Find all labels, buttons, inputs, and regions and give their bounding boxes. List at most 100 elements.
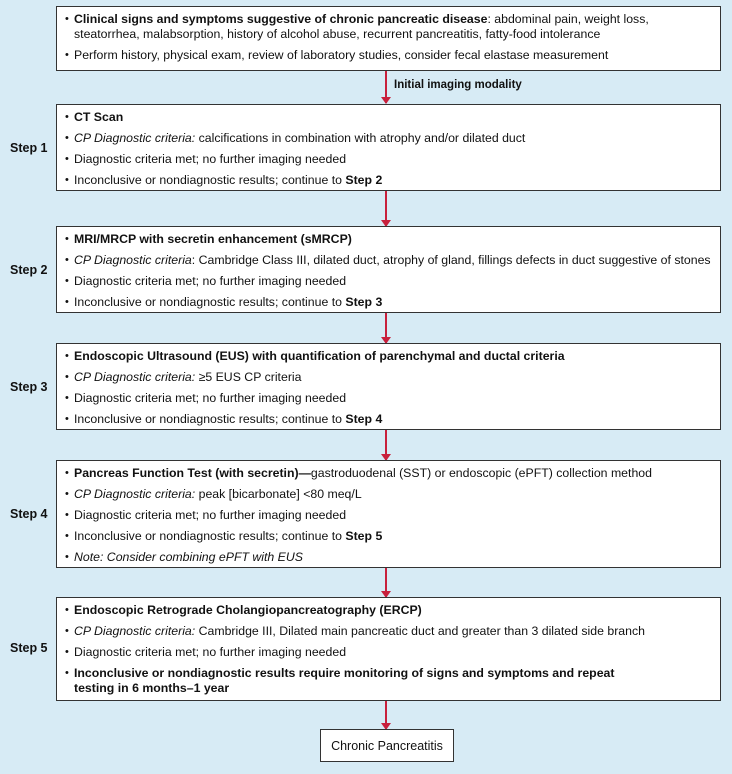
step-1-title-row: • CT Scan [65, 110, 712, 125]
step-5-criteria: Cambridge III, Dilated main pancreatic d… [195, 624, 645, 638]
intro-workup-text: Perform history, physical exam, review o… [74, 48, 609, 62]
cp-criteria-label: CP Diagnostic criteria [74, 253, 192, 267]
step-5-met-row: • Diagnostic criteria met; no further ima… [65, 645, 712, 660]
arrow-step2-to-step3 [381, 313, 391, 344]
step-3-criteria: ≥5 EUS CP criteria [195, 370, 302, 384]
step-1-next-row: • Inconclusive or nondiagnostic results; … [65, 173, 712, 188]
criteria-met-text: Diagnostic criteria met; no further imag… [74, 645, 347, 659]
step-3-met-row: • Diagnostic criteria met; no further ima… [65, 391, 712, 406]
intro-signs-title: Clinical signs and symptoms suggestive o… [74, 12, 488, 26]
bullet-icon: • [65, 604, 69, 616]
bullet-icon: • [65, 13, 69, 25]
arrow-step5-to-outcome [381, 701, 391, 730]
step-5-label: Step 5 [10, 641, 48, 655]
bullet-icon: • [65, 509, 69, 521]
step-1-criteria-row: • CP Diagnostic criteria: calcifications … [65, 131, 712, 146]
bullet-icon: • [65, 467, 69, 479]
bullet-icon: • [65, 233, 69, 245]
step-3-next-row: • Inconclusive or nondiagnostic results; … [65, 412, 712, 427]
bullet-icon: • [65, 153, 69, 165]
inconclusive-text: Inconclusive or nondiagnostic results; c… [74, 295, 346, 309]
step-2-next-row: • Inconclusive or nondiagnostic results; … [65, 295, 712, 310]
cp-criteria-label: CP Diagnostic criteria: [74, 370, 196, 384]
step-2-title-row: • MRI/MRCP with secretin enhancement (sMR… [65, 232, 712, 247]
step-3-box: • Endoscopic Ultrasound (EUS) with quanti… [56, 343, 721, 430]
outcome-box: Chronic Pancreatitis [320, 729, 454, 762]
step-2-criteria-row: • CP Diagnostic criteria: Cambridge Class… [65, 253, 712, 268]
step-2-title: MRI/MRCP with secretin enhancement (sMRC… [74, 232, 352, 246]
bullet-icon: • [65, 413, 69, 425]
criteria-met-text: Diagnostic criteria met; no further imag… [74, 274, 347, 288]
bullet-icon: • [65, 174, 69, 186]
step-1-criteria: calcifications in combination with atrop… [195, 131, 526, 145]
intro-signs-list: : abdominal pain, weight loss, steatorrh… [74, 12, 649, 41]
cp-criteria-label: CP Diagnostic criteria: [74, 131, 196, 145]
bullet-icon: • [65, 392, 69, 404]
criteria-met-text: Diagnostic criteria met; no further imag… [74, 508, 347, 522]
bullet-icon: • [65, 371, 69, 383]
step-4-note: Note: Consider combining ePFT with EUS [74, 550, 303, 564]
step-4-label: Step 4 [10, 507, 48, 521]
criteria-met-text: Diagnostic criteria met; no further imag… [74, 391, 347, 405]
step-4-title: Pancreas Function Test (with secretin)— [74, 466, 311, 480]
bullet-icon: • [65, 551, 69, 563]
bullet-icon: • [65, 111, 69, 123]
step-4-criteria: peak [bicarbonate] <80 meq/L [195, 487, 362, 501]
intro-workup-row: • Perform history, physical exam, review… [65, 48, 712, 63]
step-2-met-row: • Diagnostic criteria met; no further ima… [65, 274, 712, 289]
bullet-icon: • [65, 625, 69, 637]
step-3-criteria-row: • CP Diagnostic criteria: ≥5 EUS CP crite… [65, 370, 712, 385]
bullet-icon: • [65, 49, 69, 61]
step-5-title: Endoscopic Retrograde Cholangiopancreato… [74, 603, 422, 617]
step-1-title: CT Scan [74, 110, 124, 124]
bullet-icon: • [65, 254, 69, 266]
bullet-icon: • [65, 132, 69, 144]
bullet-icon: • [65, 350, 69, 362]
bullet-icon: • [65, 275, 69, 287]
inconclusive-text: Inconclusive or nondiagnostic results; c… [74, 412, 346, 426]
step-4-criteria-row: • CP Diagnostic criteria: peak [bicarbona… [65, 487, 712, 502]
arrow-step4-to-step5 [381, 568, 391, 598]
step-4-next: Step 5 [345, 529, 383, 543]
intro-box: • Clinical signs and symptoms suggestive… [56, 6, 721, 71]
cp-criteria-label: CP Diagnostic criteria: [74, 487, 196, 501]
step-4-note-row: • Note: Consider combining ePFT with EUS [65, 550, 712, 565]
step-2-next: Step 3 [345, 295, 383, 309]
inconclusive-text: Inconclusive or nondiagnostic results; c… [74, 173, 346, 187]
bullet-icon: • [65, 530, 69, 542]
inconclusive-text: Inconclusive or nondiagnostic results; c… [74, 529, 346, 543]
bullet-icon: • [65, 667, 69, 679]
step-1-met-row: • Diagnostic criteria met; no further ima… [65, 152, 712, 167]
initial-imaging-label: Initial imaging modality [394, 79, 522, 91]
step-2-box: • MRI/MRCP with secretin enhancement (sMR… [56, 226, 721, 313]
step-4-met-row: • Diagnostic criteria met; no further ima… [65, 508, 712, 523]
step-3-title-row: • Endoscopic Ultrasound (EUS) with quanti… [65, 349, 712, 364]
bullet-icon: • [65, 296, 69, 308]
criteria-met-text: Diagnostic criteria met; no further imag… [74, 152, 347, 166]
outcome-text: Chronic Pancreatitis [331, 738, 443, 753]
step-3-label: Step 3 [10, 380, 48, 394]
intro-signs-row: • Clinical signs and symptoms suggestive… [65, 12, 712, 42]
step-5-monitor-row: • Inconclusive or nondiagnostic results r… [65, 666, 712, 696]
step-5-box: • Endoscopic Retrograde Cholangiopancreat… [56, 597, 721, 701]
step-3-title: Endoscopic Ultrasound (EUS) with quantif… [74, 349, 565, 363]
cp-criteria-label: CP Diagnostic criteria: [74, 624, 196, 638]
arrow-intro-to-step1 [381, 71, 391, 104]
step-2-criteria: : Cambridge Class III, dilated duct, atr… [191, 253, 711, 267]
step-5-title-row: • Endoscopic Retrograde Cholangiopancreat… [65, 603, 712, 618]
arrow-step3-to-step4 [381, 430, 391, 461]
step-3-next: Step 4 [345, 412, 383, 426]
step-5-criteria-row: • CP Diagnostic criteria: Cambridge III, … [65, 624, 712, 639]
step-4-title-row: • Pancreas Function Test (with secretin)—… [65, 466, 712, 481]
bullet-icon: • [65, 488, 69, 500]
step-5-monitoring: Inconclusive or nondiagnostic results re… [74, 666, 615, 695]
arrow-step1-to-step2 [381, 191, 391, 227]
step-4-next-row: • Inconclusive or nondiagnostic results; … [65, 529, 712, 544]
step-1-label: Step 1 [10, 141, 48, 155]
step-2-label: Step 2 [10, 263, 48, 277]
step-4-box: • Pancreas Function Test (with secretin)—… [56, 460, 721, 568]
step-1-next: Step 2 [345, 173, 383, 187]
step-4-title-detail: gastroduodenal (SST) or endoscopic (ePFT… [310, 466, 652, 480]
bullet-icon: • [65, 646, 69, 658]
step-1-box: • CT Scan • CP Diagnostic criteria: calcif… [56, 104, 721, 191]
